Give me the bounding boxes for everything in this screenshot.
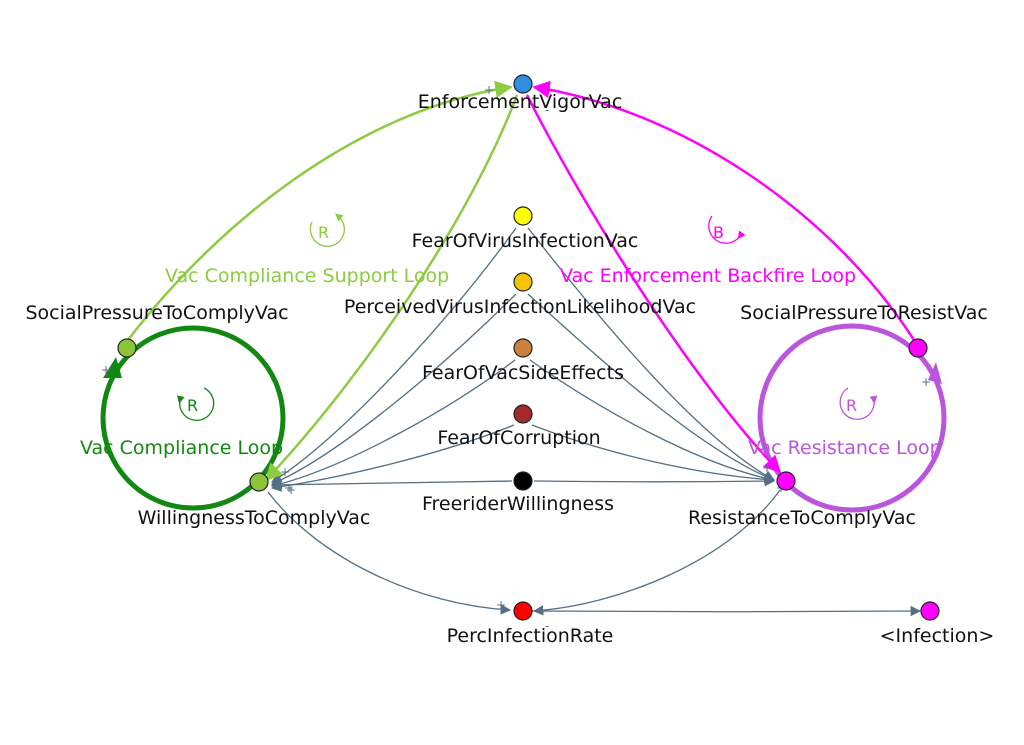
loop-symbol-compliance-support: R <box>309 213 345 247</box>
polarity-plus: + <box>496 598 506 612</box>
resistance-loop-arrowhead <box>928 362 942 384</box>
link-fearside-willingness <box>270 359 516 489</box>
loop-symbol-enforcement-backfire: B <box>708 215 746 244</box>
link-willingness-percinfection <box>267 491 512 615</box>
link-fearcorruption-resistance <box>531 424 776 485</box>
node-infection[interactable] <box>920 601 940 621</box>
svg-text:R: R <box>846 396 857 415</box>
polarity-plus: + <box>921 375 931 389</box>
node-perc-infection-rate[interactable] <box>513 601 533 621</box>
label-freerider-willingness: FreeriderWillingness <box>422 493 614 515</box>
label-perceived-infection-likelihood: PerceivedVirusInfectionLikelihoodVac <box>344 296 696 318</box>
node-fear-of-corruption[interactable] <box>513 404 533 424</box>
loop-label-compliance: Vac Compliance Loop <box>80 437 283 459</box>
polarity-minus: - <box>545 103 549 117</box>
node-fear-of-virus-infection[interactable] <box>513 206 533 226</box>
label-infection: <Infection> <box>880 625 995 647</box>
label-fear-of-side-effects: FearOfVacSideEffects <box>422 362 624 384</box>
label-resistance-to-comply: ResistanceToComplyVac <box>688 507 916 529</box>
node-resistance-to-comply[interactable] <box>776 471 796 491</box>
node-enforcement-vigor[interactable] <box>513 74 533 94</box>
polarity-minus: - <box>545 619 549 633</box>
node-perceived-infection-likelihood[interactable] <box>513 272 533 292</box>
link-fearvirus-resistance <box>527 227 775 481</box>
node-freerider-willingness[interactable] <box>513 471 533 491</box>
polarity-plus: + <box>284 481 294 495</box>
label-enforcement-vigor: EnforcementVigorVac <box>418 91 623 113</box>
link-resistance-percinfection <box>532 489 781 616</box>
polarity-plus: + <box>762 461 772 475</box>
loop-symbol-resistance: R <box>839 387 878 420</box>
link-socialcomply-enforcement <box>127 80 513 341</box>
link-freerider-resistance <box>533 475 776 487</box>
link-enforcement-willingness <box>264 94 519 482</box>
polarity-plus: + <box>101 363 111 377</box>
loop-label-enforcement-backfire: Vac Enforcement Backfire Loop <box>560 265 856 287</box>
link-socialresist-enforcement <box>532 80 916 341</box>
resistance-loop-circle <box>757 323 947 513</box>
loop-symbol-compliance: R <box>176 387 215 421</box>
compliance-loop-arrowhead <box>103 357 122 378</box>
polarity-plus: + <box>286 483 296 497</box>
node-fear-of-side-effects[interactable] <box>513 338 533 358</box>
link-fearcorruption-willingness <box>270 424 515 492</box>
node-social-pressure-comply[interactable] <box>117 338 137 358</box>
label-perc-infection-rate: PercInfectionRate <box>447 625 614 647</box>
loop-label-compliance-support: Vac Compliance Support Loop <box>165 265 449 287</box>
link-percinfection-infection <box>531 605 922 617</box>
label-social-pressure-comply: SocialPressureToComplyVac <box>25 302 288 324</box>
polarity-plus: + <box>280 465 290 479</box>
node-social-pressure-resist[interactable] <box>908 338 928 358</box>
label-fear-of-virus-infection: FearOfVirusInfectionVac <box>412 230 639 252</box>
link-enforcement-resistance <box>525 94 782 474</box>
svg-text:R: R <box>318 223 329 242</box>
loop-label-resistance: Vac Resistance Loop <box>748 437 942 459</box>
compliance-loop-circle <box>100 325 286 511</box>
node-willingness-to-comply[interactable] <box>249 472 269 492</box>
link-fearside-resistance <box>529 359 776 484</box>
svg-text:R: R <box>187 396 198 415</box>
label-fear-of-corruption: FearOfCorruption <box>437 427 600 449</box>
link-fearvirus-willingness <box>271 227 517 483</box>
link-perceived-willingness <box>271 293 517 486</box>
link-perceived-resistance <box>527 293 775 482</box>
svg-text:B: B <box>713 223 724 242</box>
polarity-plus: + <box>484 83 494 97</box>
label-willingness-to-comply: WillingnessToComplyVac <box>138 507 371 529</box>
label-social-pressure-resist: SocialPressureToResistVac <box>740 302 988 324</box>
link-freerider-willingness <box>270 479 513 491</box>
